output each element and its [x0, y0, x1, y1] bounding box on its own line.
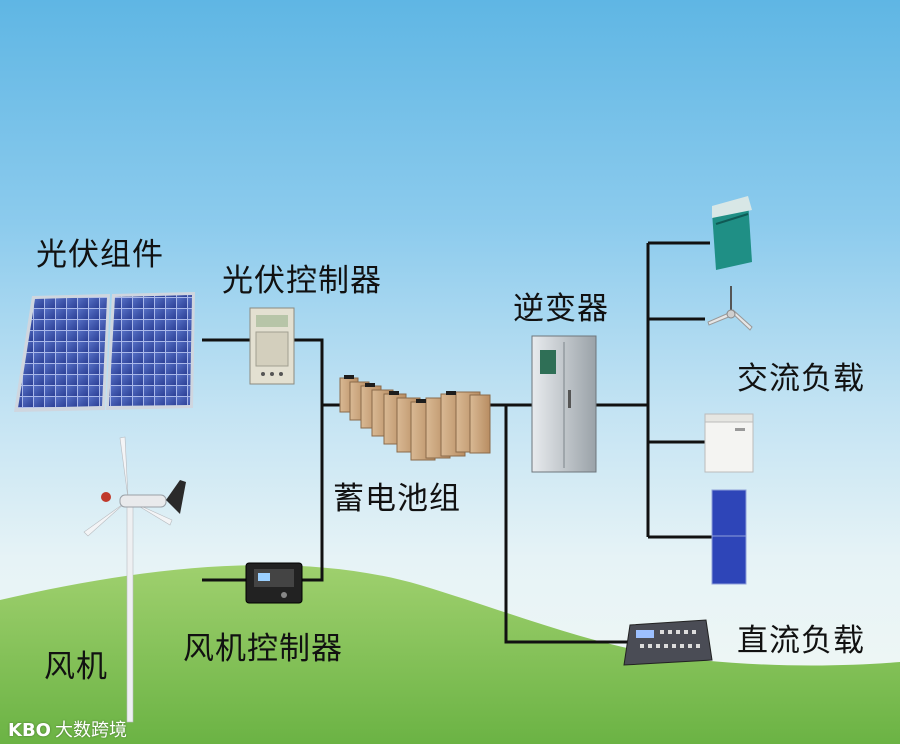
- ac-load-freezer-device: [704, 413, 754, 473]
- watermark-text: 大数跨境: [54, 720, 127, 741]
- pv-controller-device: [249, 307, 295, 385]
- label-pv-controller: 光伏控制器: [222, 263, 382, 299]
- battery-bank-device: [339, 375, 491, 461]
- label-battery-bank: 蓄电池组: [333, 481, 461, 517]
- ac-load-ceiling-fan-device: [707, 286, 753, 331]
- label-inverter: 逆变器: [513, 291, 609, 327]
- label-pv-modules: 光伏组件: [36, 237, 164, 273]
- watermark-logo: KBO: [8, 720, 51, 741]
- dc-load-mixer-device: [623, 619, 713, 666]
- wind-turbine-device: [83, 436, 186, 723]
- hill: [0, 565, 900, 744]
- label-wind-controller: 风机控制器: [183, 631, 343, 667]
- wind-controller-device: [245, 562, 303, 604]
- label-ac-load: 交流负载: [737, 361, 865, 397]
- label-dc-load: 直流负载: [737, 623, 865, 659]
- ac-load-refrigerator-device: [712, 196, 752, 270]
- label-wind-turbine: 风机: [44, 649, 108, 685]
- inverter-device: [531, 335, 597, 473]
- solar-panels: [14, 292, 195, 412]
- ac-load-solar-panel-device: [711, 489, 747, 585]
